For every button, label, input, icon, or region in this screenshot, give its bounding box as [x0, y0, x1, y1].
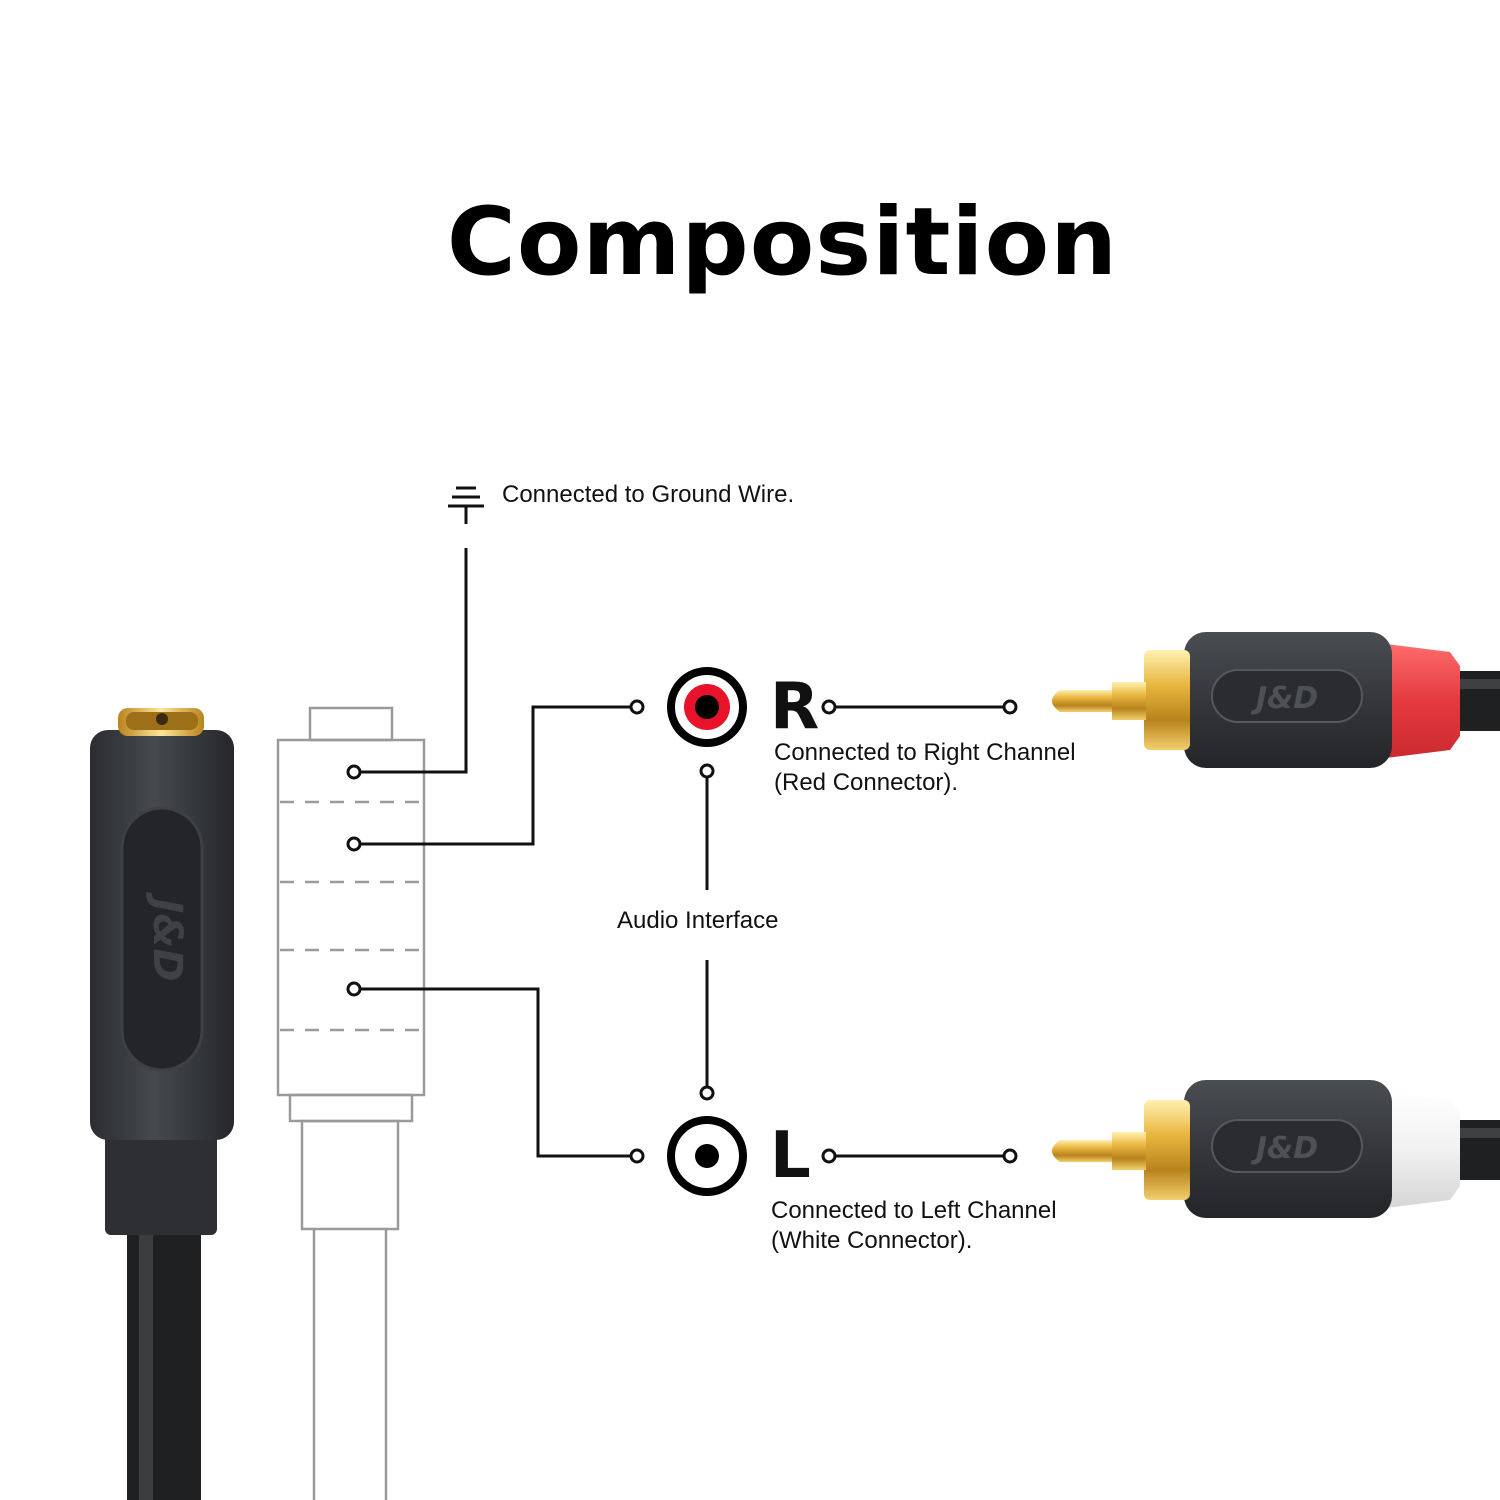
left-channel-letter: L [770, 1119, 811, 1193]
page-title: Composition [446, 188, 1119, 297]
rca-plug-red: J&D [1052, 632, 1500, 768]
rca-jack-red-icon [667, 667, 747, 747]
wires [361, 548, 1004, 1158]
rca-plug-white: J&D [1052, 1080, 1500, 1218]
ground-wire [361, 548, 468, 774]
left-channel-label-line1: Connected to Left Channel [771, 1197, 1057, 1224]
ground-symbol-icon [448, 486, 484, 524]
right-channel-label-line2: (Red Connector). [774, 769, 959, 796]
right-channel-wire [361, 705, 631, 846]
right-channel-letter: R [770, 670, 820, 744]
left-channel-label-line2: (White Connector). [771, 1227, 973, 1254]
audio-interface-label: Audio Interface [617, 907, 779, 934]
terminal-dots [346, 699, 1018, 1164]
female-aux-jack: J&D [90, 708, 234, 1500]
jack-brand-logo: J&D [144, 892, 190, 982]
svg-text:J&D: J&D [1251, 681, 1318, 716]
rca-jack-white-icon [667, 1116, 747, 1196]
ground-label: Connected to Ground Wire. [502, 481, 795, 508]
left-channel-wire [361, 987, 631, 1158]
svg-text:J&D: J&D [1251, 1131, 1318, 1166]
trs-plug-outline [276, 706, 426, 1500]
right-channel-label-line1: Connected to Right Channel [774, 739, 1076, 766]
